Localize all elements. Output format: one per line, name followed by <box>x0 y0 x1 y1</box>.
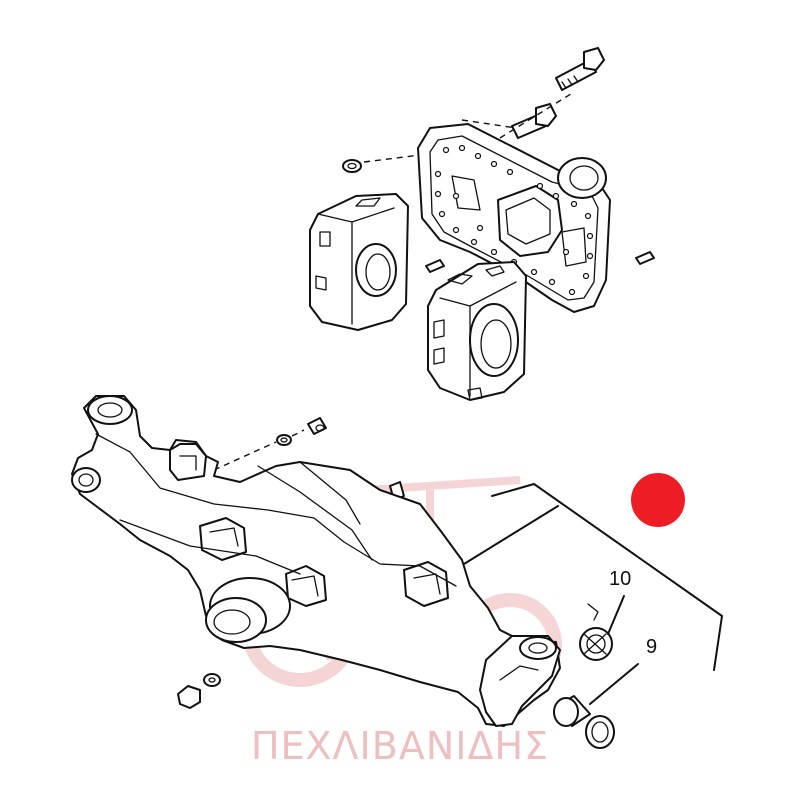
part-10-seal <box>579 603 613 661</box>
dowel-pin-left <box>425 259 445 273</box>
flange-plate <box>417 123 611 313</box>
drain-plug <box>177 685 201 709</box>
leader-lines <box>463 483 723 705</box>
washer-top <box>342 159 362 173</box>
short-bolt <box>511 103 557 139</box>
red-marker-dot <box>631 473 685 527</box>
flange-holes <box>434 144 594 296</box>
callout-10: 10 <box>609 568 632 590</box>
washer-lower <box>203 673 221 687</box>
watermark-text: ΠΕΧΛΙΒΑΝΙΔΗΣ <box>250 724 550 768</box>
long-bolt <box>555 47 605 91</box>
washer-mid <box>276 434 292 446</box>
axle-housing <box>71 395 561 727</box>
part-9-seal <box>585 715 615 749</box>
bearing-housing <box>427 261 527 401</box>
dowel-pin-right <box>635 251 655 265</box>
callout-9: 9 <box>646 636 658 658</box>
cover-block <box>309 193 409 331</box>
stud-top <box>307 417 327 435</box>
part-9-bushing <box>553 695 591 727</box>
